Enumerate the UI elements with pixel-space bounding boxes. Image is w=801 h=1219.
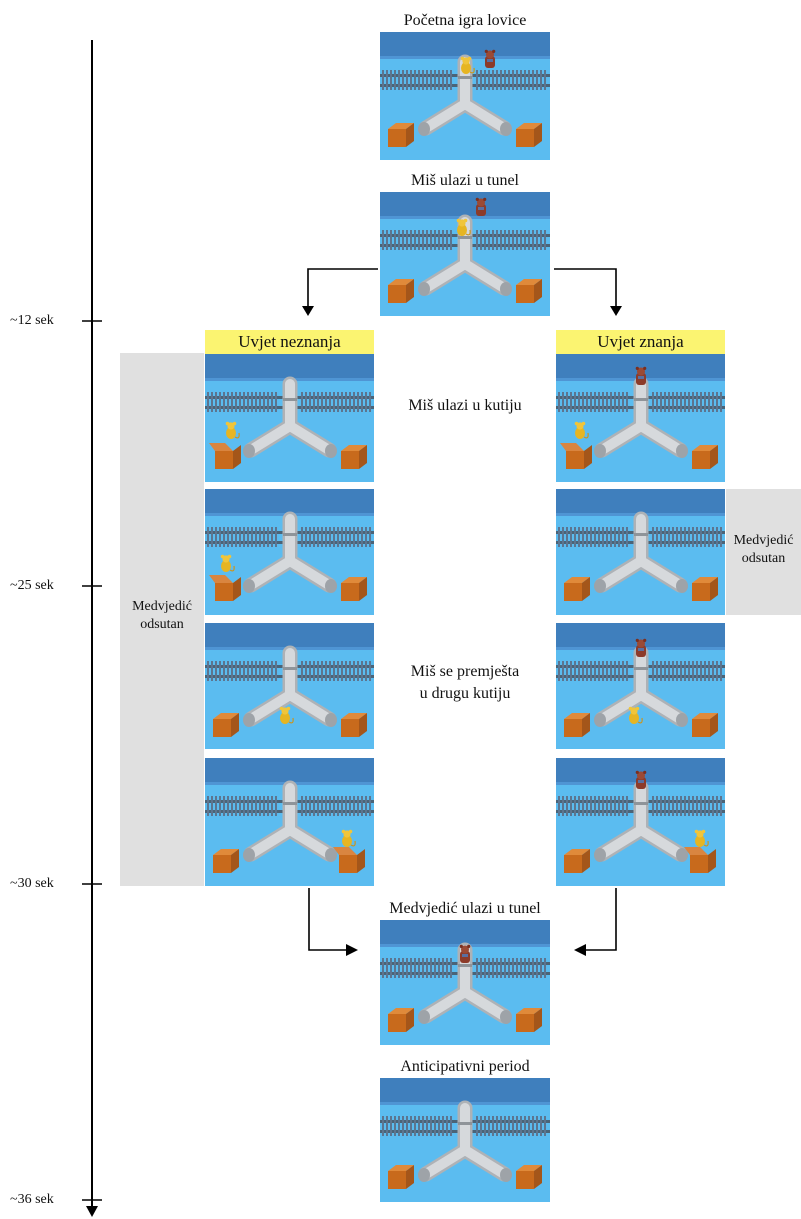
scene-knowledge-3 (556, 623, 725, 749)
tick-label-25: ~25 sek (10, 578, 54, 593)
scene-knowledge-4 (556, 758, 725, 886)
title-anticipation-period: Anticipativni period (400, 1058, 530, 1075)
bear-absent-right-line1: Medvjedić (733, 533, 794, 548)
scene-knowledge-1 (556, 354, 725, 482)
tick-label-12: ~12 sek (10, 313, 54, 328)
scene-ignorance-2 (205, 489, 374, 615)
bear-icon (475, 197, 487, 216)
bear-absent-right-line2: odsutan (741, 551, 786, 566)
bear-icon (484, 49, 496, 68)
knowledge-condition-header: Uvjet znanja (556, 330, 725, 354)
scene-ignorance-1 (205, 354, 374, 482)
scene-anticipation-period (380, 1078, 550, 1202)
scene-ignorance-4 (205, 758, 374, 886)
bear-absent-panel-left (120, 353, 204, 886)
bear-icon (459, 944, 471, 963)
scene-bear-enters-tunnel (380, 920, 550, 1045)
scene-ignorance-3 (205, 623, 374, 749)
bear-absent-text-right: Medvjedić odsutan (726, 532, 801, 568)
bear-icon (635, 366, 647, 385)
ignorance-condition-header: Uvjet neznanja (205, 330, 374, 354)
bear-absent-panel-right (726, 489, 801, 615)
caption-mouse-moves: Miš se premješta u drugu kutiju (374, 661, 556, 705)
title-initial-game: Početna igra lovice (403, 12, 527, 29)
caption-mouse-moves-line1: Miš se premješta (410, 663, 520, 680)
title-mouse-enters-tunnel: Miš ulazi u tunel (411, 172, 519, 189)
scene-knowledge-2 (556, 489, 725, 615)
caption-mouse-enters-box: Miš ulazi u kutiju (408, 397, 522, 414)
title-bear-enters-tunnel: Medvjedić ulazi u tunel (389, 900, 541, 917)
bear-icon (635, 638, 647, 657)
bear-absent-left-line2: odsutan (140, 617, 184, 632)
scene-initial-game (380, 32, 550, 160)
tick-label-36: ~36 sek (10, 1192, 54, 1207)
caption-mouse-moves-line2: u drugu kutiju (419, 685, 511, 702)
bear-icon (635, 770, 647, 789)
tick-label-30: ~30 sek (10, 876, 54, 891)
bear-absent-left-line1: Medvjedić (132, 599, 192, 614)
branch-arrows (302, 268, 622, 316)
timeline-axis (82, 40, 102, 1217)
bear-absent-text-left: Medvjedić odsutan (120, 598, 204, 634)
converge-arrows (308, 888, 617, 956)
